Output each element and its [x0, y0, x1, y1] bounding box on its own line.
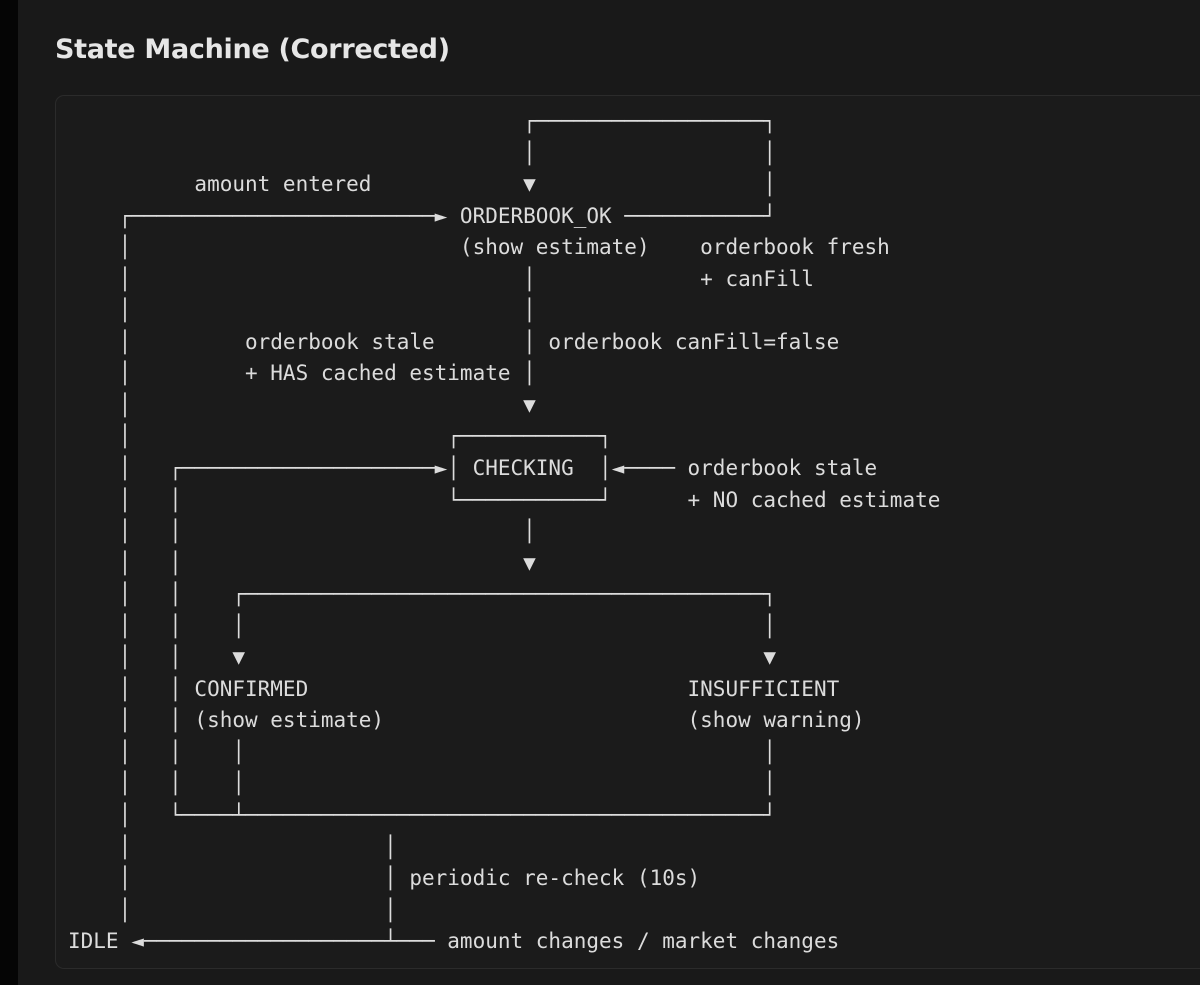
- diagram-line: │ │ ┌───────────────────────────────────…: [68, 582, 777, 607]
- diagram-line: │ ┌────────────────────►│ CHECKING │◄───…: [68, 456, 878, 481]
- diagram-line: │ │: [68, 298, 536, 323]
- diagram-line: │ │: [68, 140, 777, 165]
- diagram-line: │ │ (show estimate) (show warning): [68, 708, 865, 733]
- diagram-line: │ (show estimate) orderbook fresh: [68, 235, 890, 260]
- state-machine-diagram: ┌──────────────────┐ │ │ amount entered …: [68, 106, 940, 958]
- diagram-line: IDLE ◄───────────────────┴─── amount cha…: [68, 929, 840, 954]
- diagram-line: │ │ ▼: [68, 550, 536, 575]
- diagram-line: │ │ │ │: [68, 739, 777, 764]
- diagram-line: │ │ ▼ ▼: [68, 645, 777, 670]
- diagram-line: amount entered ▼ │: [68, 172, 777, 197]
- left-edge-strip: [0, 0, 18, 985]
- diagram-line: ┌────────────────────────► ORDERBOOK_OK …: [68, 203, 777, 228]
- diagram-line: │ └────┴────────────────────────────────…: [68, 803, 777, 828]
- diagram-line: │ │ + canFill: [68, 266, 814, 291]
- section-heading: State Machine (Corrected): [55, 34, 450, 65]
- code-block: ┌──────────────────┐ │ │ amount entered …: [55, 95, 1200, 969]
- diagram-line: │ │ │ │: [68, 771, 777, 796]
- diagram-line: │ │ │ │: [68, 613, 777, 638]
- diagram-line: │ ▼: [68, 392, 536, 417]
- diagram-line: │ orderbook stale │ orderbook canFill=fa…: [68, 329, 840, 354]
- diagram-line: │ │ CONFIRMED INSUFFICIENT: [68, 676, 840, 701]
- diagram-line: │ │ periodic re-check (10s): [68, 866, 701, 891]
- diagram-line: │ │ └───────────┘ + NO cached estimate: [68, 487, 941, 512]
- diagram-line: │ ┌───────────┐: [68, 424, 612, 449]
- diagram-line: │ │: [68, 897, 397, 922]
- diagram-line: │ │: [68, 834, 397, 859]
- diagram-line: │ │ │: [68, 519, 536, 544]
- diagram-line: │ + HAS cached estimate │: [68, 361, 536, 386]
- diagram-line: ┌──────────────────┐: [68, 109, 777, 133]
